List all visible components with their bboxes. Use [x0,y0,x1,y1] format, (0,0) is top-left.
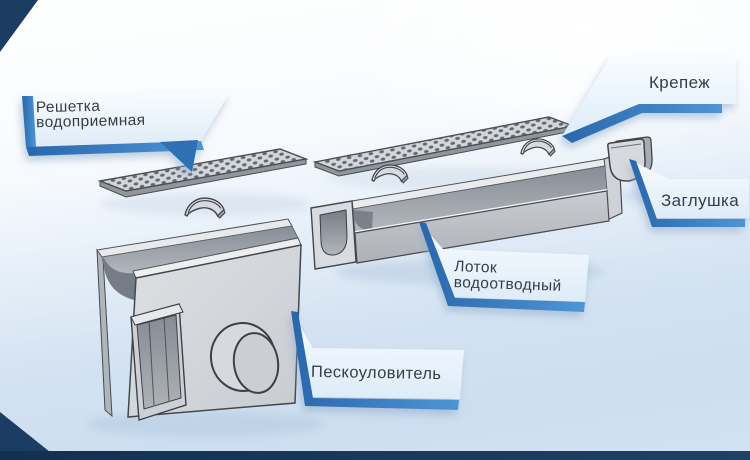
label-sand-trap: Пескоуловитель [311,363,442,384]
channel-front-wall [354,190,610,264]
callout-end-cap-bar [629,159,745,227]
shadow-sand-trap [87,411,323,437]
clip-end-face [548,147,556,157]
clip-ridge [523,140,552,152]
drainage-channel [310,153,623,270]
callout-sand-trap-bar [291,311,459,410]
clip-front [184,197,226,219]
clip-middle [371,164,409,184]
corner-accent-bottom-left [0,412,60,460]
callout-end-cap [629,159,749,227]
callout-grate-left-bar [22,96,36,147]
label-sand-trap-line1: Пескоуловитель [310,362,442,384]
basket-frame-lines [148,316,170,406]
trap-trough-curve [103,258,139,300]
callout-channel-bar [419,222,585,312]
corner-accent-top-left [0,0,38,52]
channel-front-rim-highlight [354,189,608,233]
label-end-cap: Заглушка [661,191,739,211]
callout-grate [22,92,230,172]
label-grate-line2: водоприемная [35,111,146,132]
callout-grate-pointer [160,140,198,172]
clip-ridge [187,200,222,213]
clip-end-face [216,208,226,219]
label-grate: Решетка водоприемная [35,98,146,132]
basket-cavity [136,314,182,410]
callout-sand-trap-box [291,311,464,399]
rear-grate-mesh [315,117,573,171]
callout-fastener-bar [562,104,722,143]
clip-right [520,138,556,157]
clip-end-face [400,174,409,184]
callout-channel-box [419,222,589,302]
callout-grate-bottom-bar [26,141,204,156]
callout-grate-box [22,92,230,147]
sand-trap [96,218,302,421]
channel-trough-curve [353,210,373,231]
label-fastener-line1: Крепеж [649,73,711,92]
channel-end-trough [319,209,348,256]
label-channel: Лоток водоотводный [453,258,562,295]
basket-top-rim [130,303,184,326]
bottom-accent-bar [0,451,750,460]
callout-channel [419,222,589,312]
clip-ridge [374,166,405,179]
front-grate [97,148,309,198]
callout-sand-trap [291,311,464,410]
callout-end-cap-box [629,159,749,218]
callout-fastener [562,57,736,143]
callout-fastener-box [562,57,736,136]
label-end-cap-line1: Заглушка [661,191,740,210]
label-fastener: Крепеж [649,73,710,93]
front-grate-mesh [100,149,306,191]
end-cap-rim-line [610,143,642,149]
outlet-pipe-inner [232,332,280,394]
